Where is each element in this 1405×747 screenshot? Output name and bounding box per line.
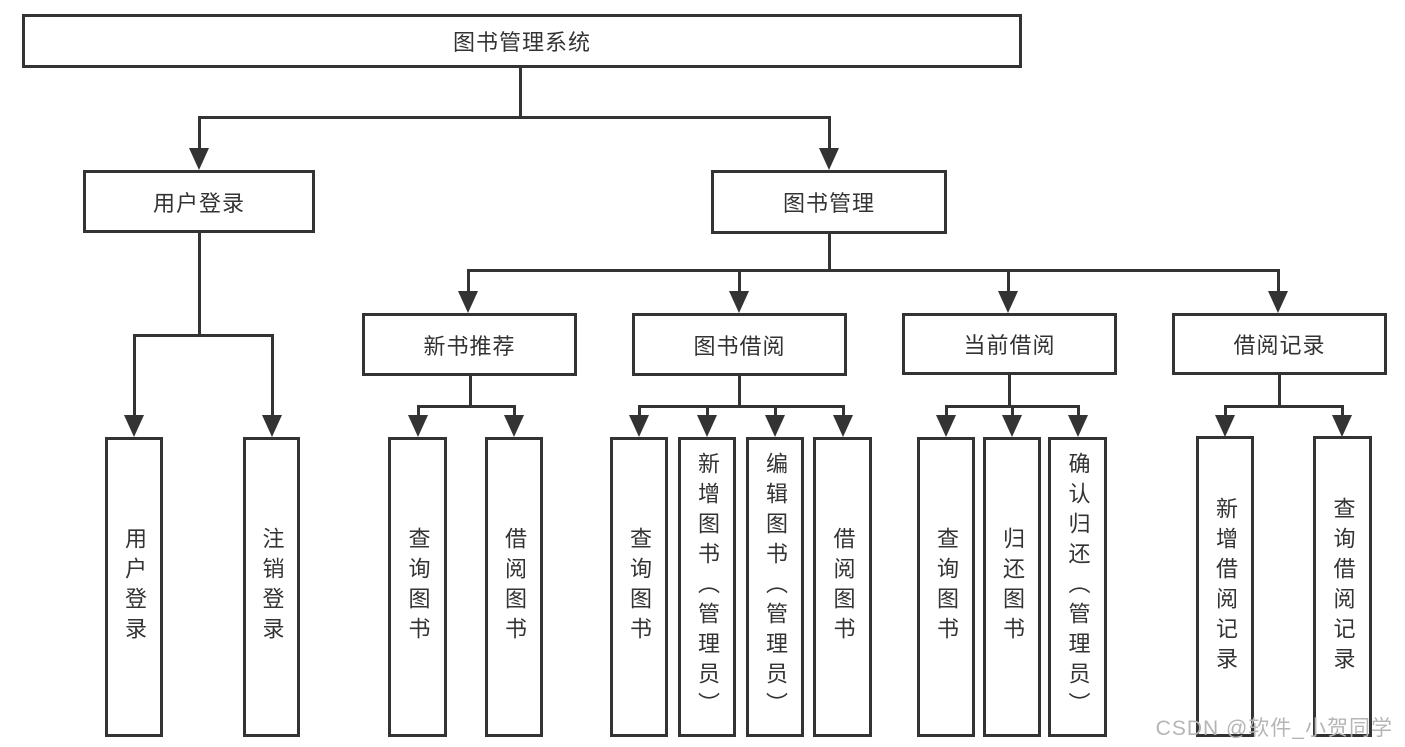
connector-line: [1007, 269, 1010, 293]
leaf-borrow-books-recommend: 借阅图书: [485, 437, 543, 737]
leaf-label: 查询图书: [627, 527, 652, 647]
connector-line: [1341, 405, 1344, 417]
arrowhead-icon: [936, 415, 956, 437]
leaf-label: 查询图书: [405, 527, 431, 647]
connector-line: [133, 334, 136, 417]
connector-line: [1277, 269, 1280, 293]
leaf-borrow-books-borrowing: 借阅图书: [813, 437, 872, 737]
leaf-label: 查询借阅记录: [1330, 496, 1356, 677]
connector-line: [469, 376, 472, 408]
connector-line: [198, 116, 831, 119]
connector-line: [945, 405, 948, 417]
leaf-label: 查询图书: [934, 527, 959, 647]
leaf-label: 注销登录: [259, 527, 285, 647]
arrowhead-icon: [1332, 415, 1352, 437]
connector-line: [828, 234, 831, 272]
arrowhead-icon: [833, 415, 853, 437]
arrowhead-icon: [458, 291, 478, 313]
leaf-add-borrow-record: 新增借阅记录: [1196, 436, 1254, 737]
connector-line: [1011, 405, 1014, 417]
leaf-query-books-recommend: 查询图书: [388, 437, 447, 737]
leaf-label: 借阅图书: [502, 527, 527, 647]
connector-line: [1224, 405, 1344, 408]
arrowhead-icon: [629, 415, 649, 437]
connector-line: [738, 376, 741, 408]
node-book-borrowing: 图书借阅: [632, 313, 847, 376]
node-borrowing-records: 借阅记录: [1172, 313, 1387, 375]
connector-line: [513, 405, 516, 417]
arrowhead-icon: [504, 415, 524, 437]
arrowhead-icon: [998, 291, 1018, 313]
connector-line: [828, 116, 831, 150]
leaf-logout: 注销登录: [243, 437, 300, 737]
leaf-add-books-admin: 新增图书（管理员）: [678, 437, 736, 737]
connector-line: [198, 116, 201, 150]
leaf-return-books: 归还图书: [983, 437, 1041, 737]
leaf-label: 编辑图书（管理员）: [763, 452, 788, 722]
leaf-label: 确认归还（管理员）: [1065, 452, 1091, 722]
leaf-label: 归还图书: [1000, 527, 1025, 647]
watermark-text: CSDN @软件_小贺同学: [1155, 717, 1393, 740]
connector-line: [271, 334, 274, 417]
connector-line: [417, 405, 516, 408]
arrowhead-icon: [729, 291, 749, 313]
node-label: 借阅记录: [1233, 333, 1326, 358]
connector-line: [519, 68, 522, 118]
connector-line: [638, 405, 641, 417]
connector-line: [417, 405, 420, 417]
connector-line: [1077, 405, 1080, 417]
leaf-confirm-return-admin: 确认归还（管理员）: [1048, 437, 1107, 737]
connector-line: [1008, 375, 1011, 408]
node-label: 图书借阅: [693, 333, 786, 359]
arrowhead-icon: [262, 415, 282, 437]
node-label: 用户登录: [152, 190, 245, 216]
connector-line: [774, 405, 777, 417]
arrowhead-icon: [765, 415, 785, 437]
connector-line: [467, 269, 1280, 272]
connector-line: [842, 405, 845, 417]
node-label: 图书管理: [782, 191, 875, 216]
node-new-book-recommendation: 新书推荐: [362, 313, 577, 376]
connector-line: [1224, 405, 1227, 417]
connector-line: [198, 233, 201, 336]
arrowhead-icon: [189, 148, 209, 170]
arrowhead-icon: [1002, 415, 1022, 437]
node-library-management-system: 图书管理系统: [22, 14, 1022, 68]
arrowhead-icon: [819, 148, 839, 170]
connector-line: [133, 334, 274, 337]
leaf-edit-books-admin: 编辑图书（管理员）: [746, 437, 804, 737]
leaf-user-login: 用户登录: [105, 437, 163, 737]
connector-line: [738, 269, 741, 293]
connector-line: [467, 269, 470, 293]
arrowhead-icon: [1268, 291, 1288, 313]
arrowhead-icon: [1215, 415, 1235, 437]
leaf-label: 借阅图书: [830, 527, 856, 647]
node-book-management: 图书管理: [711, 170, 947, 234]
leaf-label: 新增借阅记录: [1213, 496, 1238, 677]
connector-line: [1278, 375, 1281, 408]
node-label: 新书推荐: [423, 333, 516, 359]
connector-line: [638, 405, 845, 408]
leaf-label: 用户登录: [122, 527, 147, 647]
leaf-query-books-current: 查询图书: [917, 437, 975, 737]
arrowhead-icon: [1068, 415, 1088, 437]
arrowhead-icon: [124, 415, 144, 437]
leaf-query-borrow-record: 查询借阅记录: [1313, 436, 1372, 737]
arrowhead-icon: [408, 415, 428, 437]
node-current-borrowing: 当前借阅: [902, 313, 1117, 375]
node-label: 当前借阅: [963, 333, 1056, 358]
leaf-label: 新增图书（管理员）: [695, 452, 720, 722]
leaf-query-books-borrowing: 查询图书: [610, 437, 668, 737]
node-label: 图书管理系统: [452, 30, 591, 55]
connector-line: [706, 405, 709, 417]
arrowhead-icon: [697, 415, 717, 437]
node-user-login: 用户登录: [83, 170, 315, 233]
